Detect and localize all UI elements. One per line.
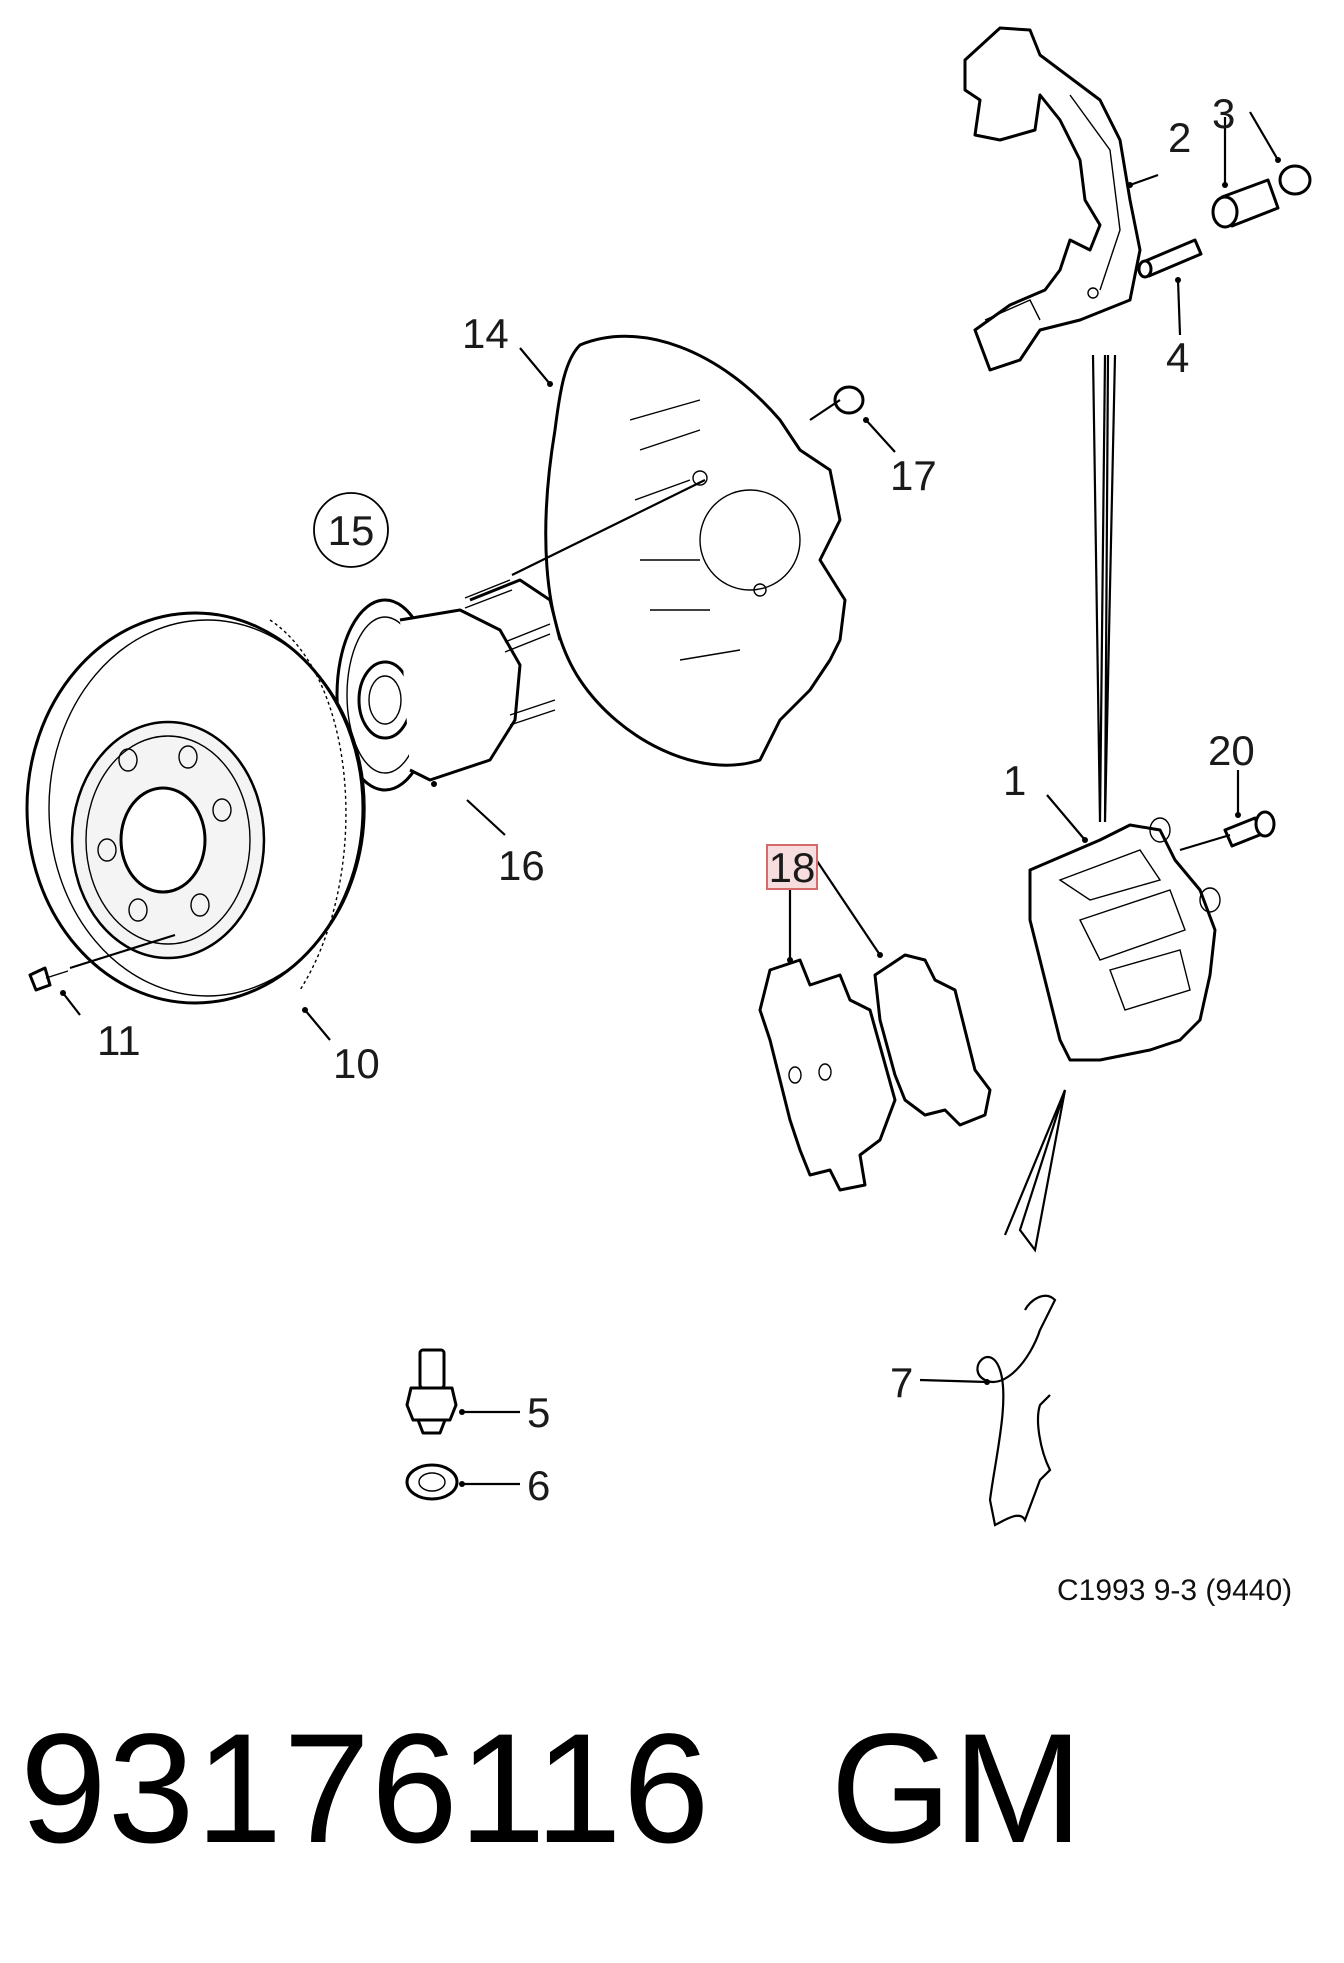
part-2-caliper-bracket [963, 26, 1142, 372]
wheel-studs [464, 579, 556, 726]
part-17-nut [833, 385, 865, 415]
callout-7: 7 [890, 1359, 913, 1406]
callout-3: 3 [1212, 90, 1235, 137]
diagram-code: C1993 9-3 (9440) [1057, 1574, 1292, 1607]
part-6-cap [405, 1463, 459, 1501]
part-14-backing-plate [544, 334, 847, 767]
callout-5: 5 [527, 1389, 550, 1436]
callout-6: 6 [527, 1462, 550, 1509]
part-1-caliper [1028, 817, 1221, 1062]
callout-15: 15 [328, 507, 375, 554]
callout-10: 10 [333, 1040, 380, 1087]
callout-20: 20 [1208, 727, 1255, 774]
callout-4: 4 [1166, 334, 1189, 381]
part-16-hub-bearing [335, 578, 562, 792]
leader-lines [60, 111, 1281, 1487]
part-4-guide-pin [1137, 238, 1203, 279]
part-7-wear-sensor [976, 1294, 1057, 1527]
callout-15-circled: 15 [313, 492, 389, 568]
callout-18: 18 [769, 844, 816, 891]
part-3-guide-boot [1211, 164, 1312, 229]
brand-name: GM [830, 1702, 1084, 1876]
part-20-bolt [1223, 810, 1276, 848]
callout-1: 1 [1003, 757, 1026, 804]
part-11-screw [28, 966, 69, 992]
callout-labels: 1 2 3 4 5 6 7 10 11 14 15 16 17 18 20 C1… [97, 90, 1292, 1607]
part-18-brake-pads [758, 953, 992, 1192]
callout-17: 17 [890, 452, 937, 499]
callout-18-highlighted: 18 [766, 844, 818, 891]
part-number-footer: 93176116 GM [20, 1700, 1084, 1879]
callout-11: 11 [97, 1017, 141, 1064]
disc-lug-holes [97, 745, 232, 922]
callout-16: 16 [498, 842, 545, 889]
callout-14: 14 [462, 310, 509, 357]
callout-2: 2 [1168, 114, 1191, 161]
part-10-brake-disc [25, 611, 366, 1005]
part-5-bleeder [405, 1348, 458, 1435]
part-number: 93176116 [20, 1702, 711, 1876]
